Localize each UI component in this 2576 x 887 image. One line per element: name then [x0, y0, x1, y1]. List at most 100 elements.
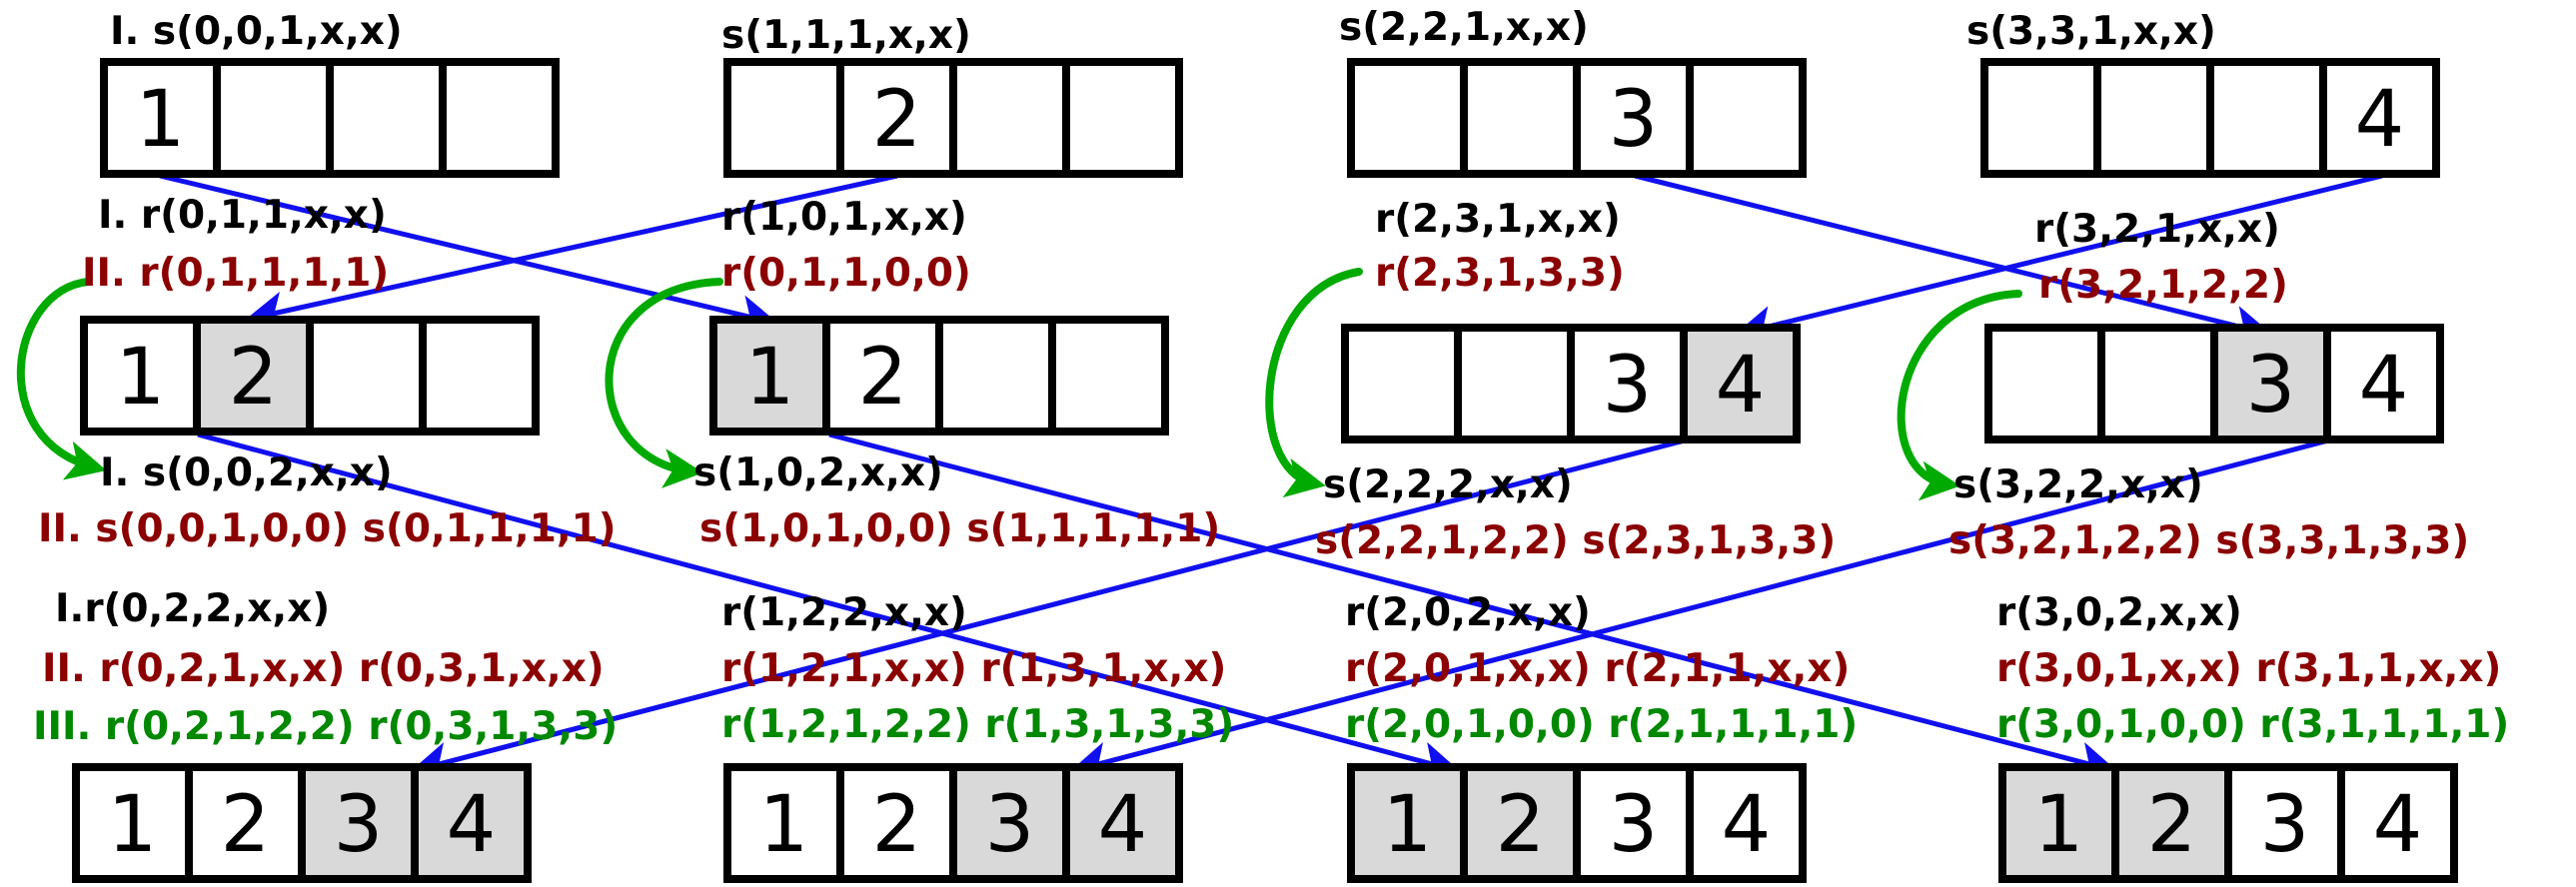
connector-line — [197, 432, 1461, 781]
array-cell — [306, 316, 427, 436]
array-cell — [100, 58, 221, 178]
array-cell-value: 1 — [108, 780, 158, 870]
label-r3-i: r(2,3,1,x,x) — [1375, 197, 1621, 242]
array-cell — [419, 316, 540, 436]
array-cell — [1984, 324, 2105, 444]
array-cell — [2093, 58, 2214, 178]
array-cell — [2319, 58, 2440, 178]
label-rb2-iii: r(1,2,1,2,2) r(1,3,1,3,3) — [721, 702, 1234, 747]
array-cell — [2337, 763, 2458, 883]
label-s1-i: I. s(0,0,2,x,x) — [100, 450, 393, 495]
array-a1: 1 — [100, 58, 560, 178]
label-rb1-i: I.r(0,2,2,x,x) — [55, 586, 330, 631]
array-cell-value: 1 — [745, 333, 795, 423]
array-cell — [709, 316, 830, 436]
array-cell — [1062, 58, 1183, 178]
label-rb2-i: r(1,2,2,x,x) — [721, 590, 967, 635]
array-cell-value: 1 — [1383, 780, 1433, 870]
label-r1-ii: II. r(0,1,1,1,1) — [82, 251, 389, 296]
blue-connections — [159, 173, 2383, 781]
array-cell — [822, 316, 943, 436]
array-cell — [2097, 324, 2218, 444]
green-arcs — [16, 268, 2022, 501]
array-cell — [80, 316, 201, 436]
array-cell-value: 3 — [1609, 75, 1659, 165]
label-r1-i: I. r(0,1,1,x,x) — [98, 193, 387, 238]
label-rb4-iii: r(3,0,1,0,0) r(3,1,1,1,1) — [1996, 702, 2509, 747]
array-cell-value: 4 — [1098, 780, 1148, 870]
array-cell — [1686, 763, 1807, 883]
array-cell — [2206, 58, 2327, 178]
array-cell — [1680, 324, 1801, 444]
label-rb4-ii: r(3,0,1,x,x) r(3,1,1,x,x) — [1996, 646, 2501, 691]
label-s2-ii: s(1,0,1,0,0) s(1,1,1,1,1) — [699, 506, 1220, 551]
connector-line — [1634, 173, 2273, 346]
array-cell-value: 3 — [2246, 341, 2296, 431]
array-cell — [439, 58, 560, 178]
array-a3: 3 — [1347, 58, 1807, 178]
array-cell-value: 2 — [858, 333, 908, 423]
array-cell-value: 4 — [1722, 780, 1772, 870]
label-r3-ii: r(2,3,1,3,3) — [1375, 251, 1625, 296]
connector-line — [410, 438, 1686, 781]
array-cell — [935, 316, 1056, 436]
label-s4-i: s(3,2,2,x,x) — [1953, 462, 2203, 507]
connector-line — [245, 173, 898, 332]
label-s3-i: s(2,2,2,x,x) — [1323, 462, 1573, 507]
label-r2-ii: r(0,1,1,0,0) — [721, 251, 971, 296]
array-cell-value: 3 — [2260, 780, 2310, 870]
connector-line — [1069, 438, 2329, 781]
array-cell-value: 1 — [136, 75, 186, 165]
array-cell — [213, 58, 334, 178]
array-cell — [1347, 763, 1468, 883]
array-cell-value: 4 — [2373, 780, 2423, 870]
label-r4-ii: r(3,2,1,2,2) — [2038, 263, 2288, 308]
array-cell — [1454, 324, 1575, 444]
array-cell-value: 2 — [229, 333, 279, 423]
array-cell-value: 2 — [2147, 780, 2197, 870]
label-rb3-i: r(2,0,2,x,x) — [1345, 590, 1591, 635]
label-s-top-2: s(1,1,1,x,x) — [721, 13, 971, 58]
label-s2-i: s(1,0,2,x,x) — [693, 450, 943, 495]
array-cell-value: 4 — [2355, 75, 2405, 165]
array-cell-value: 3 — [1603, 341, 1653, 431]
array-cell-value: 4 — [2359, 341, 2409, 431]
array-a2: 2 — [723, 58, 1183, 178]
array-cell — [2323, 324, 2444, 444]
label-rb1-ii: II. r(0,2,1,x,x) r(0,3,1,x,x) — [42, 646, 605, 691]
connector-line — [1734, 173, 2383, 346]
array-cell-value: 3 — [334, 780, 384, 870]
array-cell — [1347, 58, 1468, 178]
array-cell — [1686, 58, 1807, 178]
array-a4: 4 — [1980, 58, 2440, 178]
array-cell — [836, 763, 957, 883]
connector-line — [828, 432, 2118, 781]
label-r2-i: r(1,0,1,x,x) — [721, 195, 967, 240]
label-s1-ii: II. s(0,0,1,0,0) s(0,1,1,1,1) — [38, 506, 617, 551]
array-cell — [1998, 763, 2119, 883]
array-cell — [949, 58, 1070, 178]
arc-arrow — [16, 278, 107, 480]
label-rb4-i: r(3,0,2,x,x) — [1996, 590, 2242, 635]
array-cell — [2224, 763, 2345, 883]
array-cell-value: 1 — [116, 333, 166, 423]
array-cell — [1573, 763, 1694, 883]
label-s4-ii: s(3,2,1,2,2) s(3,3,1,3,3) — [1948, 518, 2469, 563]
array-cell-value: 1 — [759, 780, 809, 870]
label-s-top-3: s(2,2,1,x,x) — [1339, 5, 1589, 50]
array-cell-value: 2 — [1496, 780, 1546, 870]
array-cell — [1062, 763, 1183, 883]
array-cell — [1567, 324, 1688, 444]
array-cell — [411, 763, 532, 883]
array-cell-value: 2 — [221, 780, 271, 870]
arc-arrow — [1897, 290, 2022, 501]
